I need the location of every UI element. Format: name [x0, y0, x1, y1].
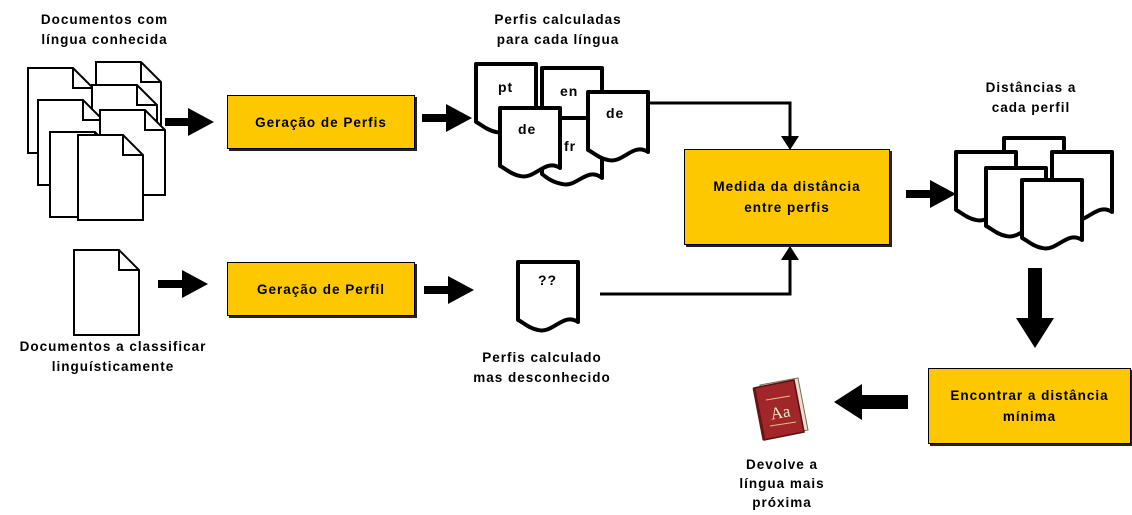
minimum-distance-line2: mínima [1002, 409, 1057, 424]
arrow-right-icon [906, 180, 956, 208]
connectors [600, 101, 792, 296]
profile-document-icon [498, 106, 562, 179]
connector-line [650, 101, 792, 138]
arrow-left-icon [834, 384, 908, 420]
dictionary-icon: Aa [752, 377, 809, 441]
profile-label: de [606, 105, 624, 121]
document-icon [77, 134, 144, 221]
distance-measure-line1: Medida da distância [713, 179, 861, 194]
connector-line [600, 258, 792, 296]
arrow-down-icon [1016, 268, 1054, 348]
profile-label: en [560, 83, 578, 99]
arrow-right-icon [165, 108, 214, 136]
profile-generation-label: Geração de Perfil [256, 281, 386, 297]
distance-document-icon [1020, 178, 1084, 251]
unknown-profile: ?? [516, 260, 580, 333]
arrow-right-icon [158, 270, 208, 298]
profile-generation-box: Geração de Perfil [227, 262, 415, 316]
document-to-classify-icon [73, 249, 140, 336]
profiles-generation-box: Geração de Perfis [227, 95, 415, 149]
profile-label: de [518, 121, 536, 137]
documents-to-classify-label: Documentos a classificar linguísticament… [19, 339, 207, 374]
distance-documents [954, 136, 1114, 251]
distance-measure-box: Medida da distância entre perfis [684, 149, 890, 245]
unknown-profile-label: ?? [538, 272, 557, 288]
profiles-label: Perfis calculadas para cada língua [494, 12, 622, 47]
arrow-right-icon [422, 104, 472, 132]
arrow-right-icon [424, 276, 474, 304]
unknown-profile-caption: Perfis calculado mas desconhecido [473, 350, 611, 385]
distances-label: Distâncias a cada perfil [985, 80, 1077, 115]
minimum-distance-line1: Encontrar a distância [950, 388, 1109, 403]
svg-text:Aa: Aa [769, 401, 792, 423]
profile-document-icon [586, 90, 650, 163]
minimum-distance-box: Encontrar a distância mínima [928, 368, 1131, 444]
distance-measure-line2: entre perfis [744, 200, 830, 215]
result-label: Devolve a língua mais próxima [739, 457, 825, 510]
arrow-down-icon [781, 136, 799, 150]
known-documents-stack [27, 61, 166, 221]
arrow-up-icon [781, 246, 799, 260]
profiles-generation-label: Geração de Perfis [255, 114, 387, 130]
profile-label: pt [498, 79, 513, 95]
language-profiles: pt en de fr de [474, 62, 650, 187]
known-documents-label: Documentos com língua conhecida [40, 12, 169, 47]
profile-label: fr [564, 138, 576, 154]
arrows [158, 104, 1054, 420]
